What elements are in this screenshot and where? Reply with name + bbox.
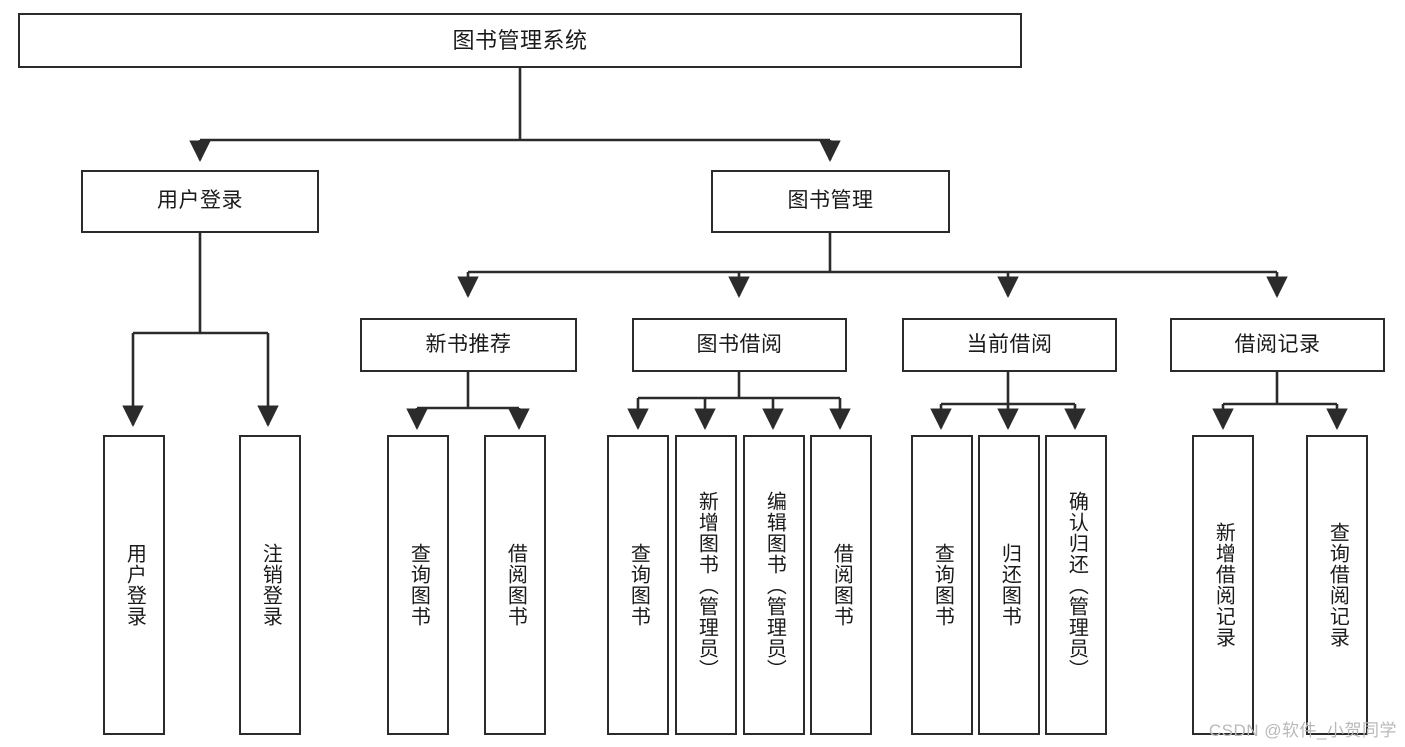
leaf-borrow-book-recommend[interactable]: 借阅图书 xyxy=(484,435,546,735)
node-label: 新增借阅记录 xyxy=(1212,522,1235,648)
node-new-book-recommend[interactable]: 新书推荐 xyxy=(360,318,577,372)
node-label: 查询图书 xyxy=(627,543,650,627)
leaf-logout[interactable]: 注销登录 xyxy=(239,435,301,735)
node-label: 编辑图书（管理员） xyxy=(763,490,786,680)
node-label: 查询图书 xyxy=(407,543,430,627)
node-borrow-record[interactable]: 借阅记录 xyxy=(1170,318,1385,372)
leaf-confirm-return-admin[interactable]: 确认归还（管理员） xyxy=(1045,435,1107,735)
watermark: CSDN @软件_小贺同学 xyxy=(1208,721,1397,740)
leaf-user-login[interactable]: 用户登录 xyxy=(103,435,165,735)
node-label: 注销登录 xyxy=(259,543,282,627)
node-label: 新增图书（管理员） xyxy=(695,490,718,680)
leaf-query-book-recommend[interactable]: 查询图书 xyxy=(387,435,449,735)
node-root-system[interactable]: 图书管理系统 xyxy=(18,13,1022,68)
node-label: 借阅记录 xyxy=(1234,332,1321,356)
leaf-add-borrow-record[interactable]: 新增借阅记录 xyxy=(1192,435,1254,735)
node-current-borrow[interactable]: 当前借阅 xyxy=(902,318,1117,372)
leaf-query-borrow-record[interactable]: 查询借阅记录 xyxy=(1306,435,1368,735)
leaf-edit-book-admin[interactable]: 编辑图书（管理员） xyxy=(743,435,805,735)
node-book-management[interactable]: 图书管理 xyxy=(711,170,950,233)
leaf-return-book[interactable]: 归还图书 xyxy=(978,435,1040,735)
node-label: 用户登录 xyxy=(123,543,146,627)
node-label: 图书管理系统 xyxy=(452,27,588,53)
node-user-login[interactable]: 用户登录 xyxy=(81,170,319,233)
leaf-query-book-borrow[interactable]: 查询图书 xyxy=(607,435,669,735)
node-label: 图书借阅 xyxy=(696,332,783,356)
node-label: 当前借阅 xyxy=(966,332,1053,356)
node-label: 借阅图书 xyxy=(830,543,853,627)
leaf-add-book-admin[interactable]: 新增图书（管理员） xyxy=(675,435,737,735)
node-book-borrow[interactable]: 图书借阅 xyxy=(632,318,847,372)
node-label: 图书管理 xyxy=(787,189,874,213)
node-label: 确认归还（管理员） xyxy=(1065,490,1088,680)
node-label: 查询图书 xyxy=(931,543,954,627)
node-label: 新书推荐 xyxy=(425,332,512,356)
node-label: 用户登录 xyxy=(157,189,243,213)
node-label: 归还图书 xyxy=(998,543,1021,627)
leaf-borrow-book[interactable]: 借阅图书 xyxy=(810,435,872,735)
node-label: 借阅图书 xyxy=(504,543,527,627)
leaf-query-book-current[interactable]: 查询图书 xyxy=(911,435,973,735)
node-label: 查询借阅记录 xyxy=(1326,522,1349,648)
